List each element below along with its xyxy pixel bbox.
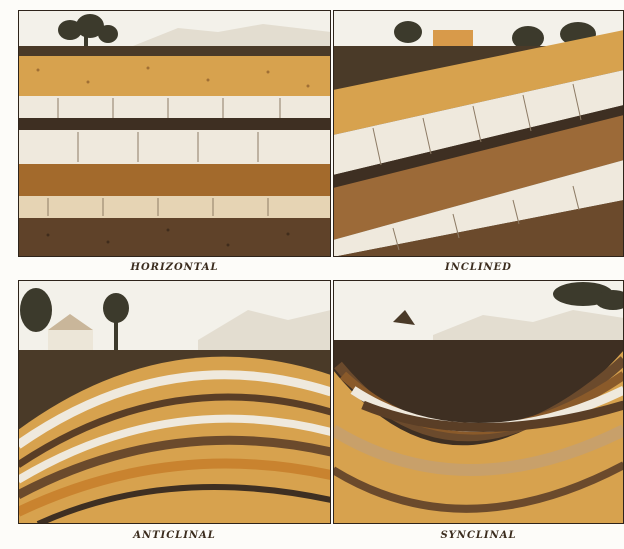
horizontal-strata-illustration [18,10,331,257]
panel-synclinal [333,280,624,524]
caption-anticlinal: ANTICLINAL [18,530,331,541]
caption-inclined: INCLINED [333,262,624,273]
panel-anticlinal [18,280,331,524]
panel-horizontal [18,10,331,257]
caption-horizontal: HORIZONTAL [18,262,331,273]
inclined-strata-illustration [333,10,624,257]
synclinal-fold-illustration [333,280,624,524]
caption-synclinal: SYNCLINAL [333,530,624,541]
panel-inclined [333,10,624,257]
anticlinal-fold-illustration [18,280,331,524]
